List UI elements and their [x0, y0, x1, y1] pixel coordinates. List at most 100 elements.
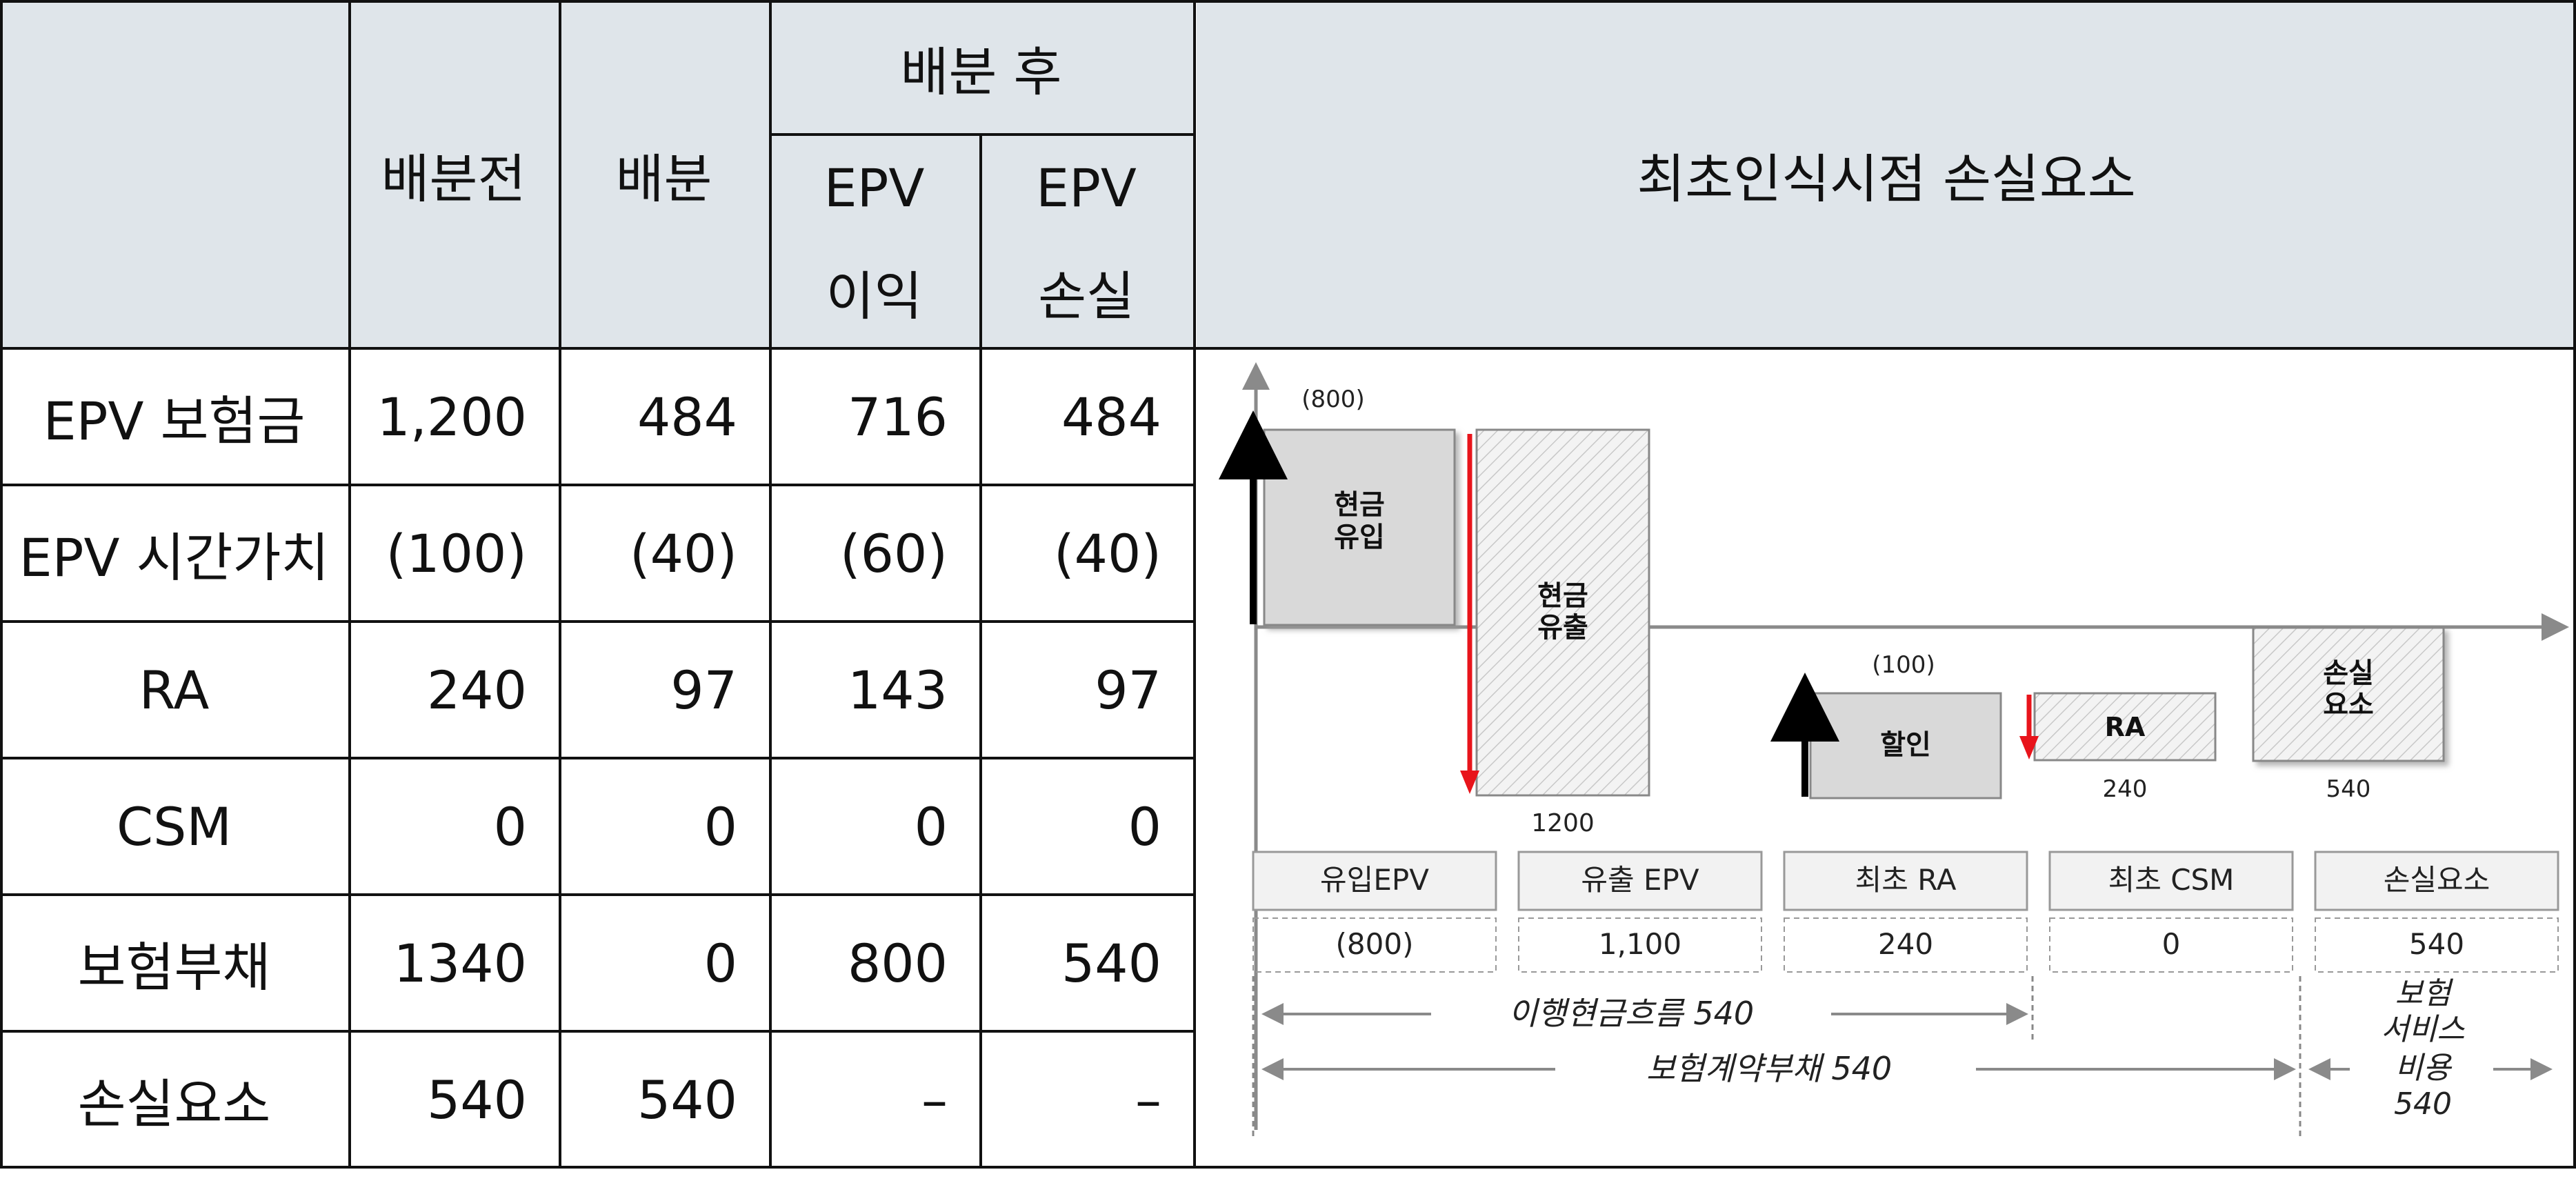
inflow-box: [1263, 428, 1456, 626]
table-cell: (40): [629, 522, 737, 584]
table-cell: 484: [637, 386, 737, 448]
summary-value: 0: [2162, 927, 2181, 961]
table-cell: 0: [914, 795, 948, 857]
ra-arrowhead: [2019, 736, 2039, 759]
outflow-box: [1475, 428, 1650, 797]
table-cell: –: [1135, 1069, 1161, 1131]
outflow-box-label-1: 현금: [1537, 580, 1588, 612]
summary-value: (800): [1336, 927, 1414, 961]
row-label: EPV 보험금: [43, 390, 306, 452]
outflow-box-label-2: 유출: [1537, 612, 1588, 644]
grid-line: [0, 0, 2576, 3]
table-cell: 0: [703, 795, 737, 857]
fcf-label: 이행현금흐름 540: [1508, 995, 1754, 1032]
table-cell: 800: [847, 932, 948, 994]
header-allocation: 배분: [615, 148, 712, 210]
loss-box: [2252, 626, 2445, 762]
discount-box: [1809, 692, 2002, 799]
inflow-value: (800): [1301, 386, 1364, 413]
summary-label: 최초 RA: [1855, 863, 1957, 897]
summary-value: 1,100: [1599, 927, 1681, 961]
loss-box-label-2: 요소: [2323, 689, 2374, 721]
diagram-header-bg: [1197, 0, 2576, 348]
row-label: 손실요소: [77, 1073, 271, 1135]
grid-line: [0, 620, 1195, 623]
discount-value: (100): [1872, 651, 1935, 679]
grid-line: [0, 1030, 1195, 1033]
summary-value-box: [2049, 917, 2293, 973]
table-cell: (40): [1053, 522, 1161, 584]
grid-line: [769, 0, 772, 1169]
loss-component-diagram: (800) 현금 유입 현금 유출 1200 (100) 할인 RA 240 손…: [1219, 362, 2569, 1138]
table-cell: 484: [1061, 386, 1161, 448]
summary-value: 540: [2409, 927, 2464, 961]
grid-line: [0, 484, 1195, 486]
header-epv-profit-line1: EPV: [823, 157, 925, 219]
summary-value-box: [1252, 917, 1497, 973]
table-cell: 540: [637, 1069, 737, 1131]
grid-line: [0, 1166, 2576, 1169]
grid-line: [348, 0, 351, 1169]
table-cell: 540: [426, 1069, 527, 1131]
table-cell: 0: [703, 932, 737, 994]
grid-line: [0, 757, 1195, 759]
summary-label-box: [1517, 851, 1763, 911]
summary-label-box: [1783, 851, 2028, 911]
service-cost-label-4: 540: [2394, 1086, 2452, 1122]
row-label: CSM: [117, 795, 232, 857]
summary-label: 최초 CSM: [2108, 863, 2235, 897]
service-cost-label-1: 보험: [2395, 976, 2454, 1011]
summary-value-box: [1518, 917, 1762, 973]
grid-line: [1193, 0, 1196, 1169]
header-right-title: 최초인식시점 손실요소: [1637, 148, 2136, 210]
table-cell: 716: [847, 386, 948, 448]
table-cell: 1,200: [377, 386, 527, 448]
table-cell: 0: [493, 795, 527, 857]
table-cell: 1340: [393, 932, 527, 994]
table-cell: (100): [386, 522, 527, 584]
table-cell: 143: [847, 659, 948, 721]
row-label: EPV 시간가치: [19, 527, 330, 588]
summary-label: 손실요소: [2384, 863, 2490, 897]
table-cell: 0: [1128, 795, 1161, 857]
liability-label: 보험계약부채 540: [1646, 1050, 1892, 1087]
inflow-box-label-1: 현금: [1334, 489, 1385, 521]
discount-box-label: 할인: [1880, 729, 1931, 761]
table-cell: 240: [426, 659, 527, 721]
service-cost-label-2: 서비스: [2381, 1012, 2465, 1047]
table-cell: 97: [670, 659, 737, 721]
header-after-allocation: 배분 후: [900, 41, 1062, 103]
table-cell: –: [921, 1069, 948, 1131]
summary-value: 240: [1878, 927, 1933, 961]
summary-label-box: [2314, 851, 2559, 911]
row-label: 보험부채: [77, 937, 271, 998]
header-before-allocation: 배분전: [381, 148, 526, 210]
table-cell: 540: [1061, 932, 1161, 994]
grid-line: [0, 347, 2576, 350]
outflow-value: 1200: [1531, 809, 1595, 837]
grid-line: [0, 0, 3, 1169]
summary-value-box: [2315, 917, 2559, 973]
header-epv-loss-line2: 손실: [1038, 265, 1135, 327]
ra-box: [2033, 692, 2217, 762]
outflow-arrowhead: [1460, 771, 1479, 794]
ra-value: 240: [2103, 775, 2148, 803]
summary-value-box: [1784, 917, 2028, 973]
grid-line: [2573, 0, 2576, 1169]
header-epv-profit-line2: 이익: [826, 265, 923, 327]
summary-label: 유출 EPV: [1581, 863, 1699, 897]
grid-line: [979, 135, 982, 1169]
loss-value: 540: [2326, 775, 2371, 803]
row-label: RA: [139, 659, 210, 721]
inflow-box-label-2: 유입: [1334, 522, 1385, 553]
grid-line: [0, 893, 1195, 896]
summary-label: 유입EPV: [1320, 863, 1429, 897]
summary-label-box: [1252, 851, 1497, 911]
summary-label-box: [2048, 851, 2294, 911]
table-header-bg: [0, 0, 1193, 348]
service-cost-label-3: 비용: [2395, 1051, 2453, 1086]
ra-box-label: RA: [2105, 712, 2146, 742]
table-cell: (60): [839, 522, 948, 584]
grid-line: [559, 0, 561, 1169]
